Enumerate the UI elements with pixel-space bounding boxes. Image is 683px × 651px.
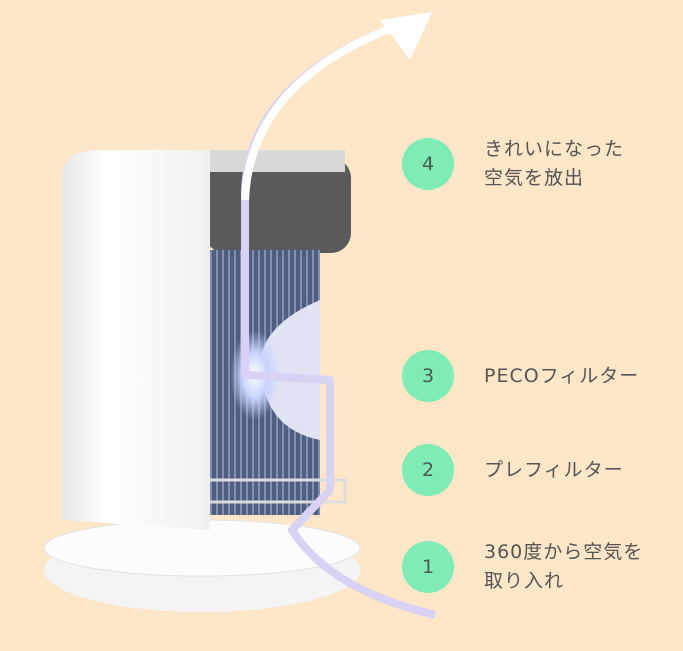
step-3: 3 PECOフィルター — [402, 350, 639, 402]
airflow-arrowhead — [380, 12, 432, 60]
step-label: 360度から空気を 取り入れ — [484, 541, 644, 592]
step-label: きれいになった 空気を放出 — [484, 138, 625, 189]
step-number-badge: 2 — [402, 444, 454, 496]
step-label: プレフィルター — [484, 458, 624, 481]
step-4: 4 きれいになった 空気を放出 — [402, 135, 624, 193]
step-1: 1 360度から空気を 取り入れ — [402, 538, 643, 596]
top-fan-housing — [205, 158, 351, 253]
step-number-badge: 4 — [402, 138, 454, 190]
purifier-shell — [62, 150, 210, 530]
step-number-badge: 1 — [402, 541, 454, 593]
step-2: 2 プレフィルター — [402, 444, 624, 496]
step-label: PECOフィルター — [484, 364, 640, 387]
step-number-badge: 3 — [402, 350, 454, 402]
